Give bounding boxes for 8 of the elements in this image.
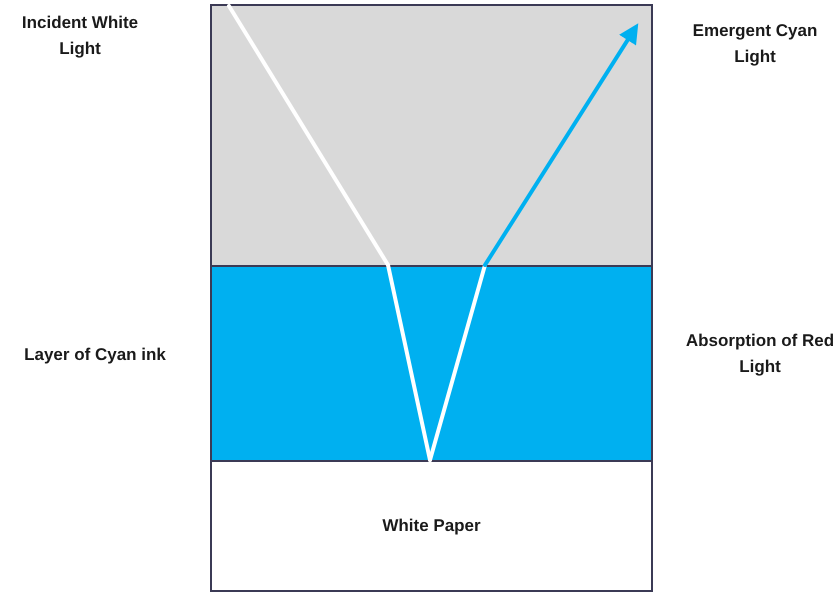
paper-band (210, 460, 653, 592)
layer-caption: Absorption of Red Light (684, 330, 836, 378)
layer-caption: Layer of Cyan ink (23, 344, 167, 366)
light-label: Emergent Cyan Light (692, 20, 818, 68)
band-label: White Paper (381, 515, 482, 537)
ink-layer-band (210, 265, 653, 462)
air-layer-band (210, 4, 653, 267)
light-label: Incident White Light (20, 12, 140, 60)
